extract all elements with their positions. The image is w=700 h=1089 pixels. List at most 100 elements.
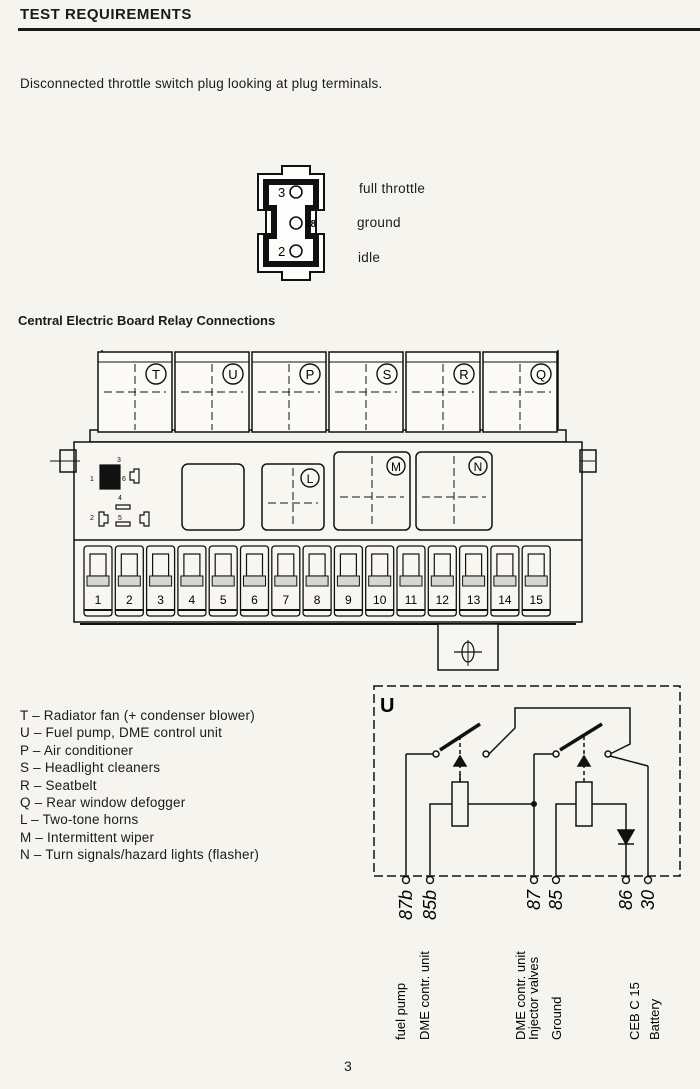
relay-m: M <box>333 451 411 531</box>
terminal-30-pin <box>643 875 653 885</box>
fuse-number: 6 <box>251 593 258 607</box>
legend-q: Q – Rear window defogger <box>20 795 186 810</box>
small-symbol-number-3: 3 <box>117 457 121 464</box>
small-relay-symbol <box>98 464 150 527</box>
fuse-number: 5 <box>220 593 227 607</box>
relay-label-m: M <box>391 460 401 474</box>
fuse-number: 8 <box>314 593 321 607</box>
relay-s: S <box>328 351 404 433</box>
terminal-symbol <box>454 641 482 663</box>
small-symbol-number-2: 2 <box>90 515 94 522</box>
terminal-85b-label: 85b <box>420 890 440 920</box>
fuse-9: 9 <box>333 545 364 617</box>
terminal-85b-pin <box>425 875 435 885</box>
relay-r: R <box>405 351 481 433</box>
plug-pin-3-number: 3 <box>278 185 285 200</box>
relay-u-title: U <box>380 695 394 717</box>
fuse-13: 13 <box>458 545 489 617</box>
relay-label-p: P <box>306 367 315 382</box>
terminal-function-label: CEB C 15 <box>627 982 642 1040</box>
terminal-function-label: DME contr. unit <box>513 951 528 1040</box>
terminal-87-label: 87 <box>524 889 544 910</box>
relay-label-n: N <box>474 460 483 474</box>
fuse-6: 6 <box>239 545 270 617</box>
plug-label-ground: ground <box>357 215 401 230</box>
fuse-number: 7 <box>282 593 289 607</box>
fuse-14: 14 <box>490 545 520 617</box>
terminal-function-label: Battery <box>647 998 662 1040</box>
legend-p: P – Air conditioner <box>20 743 134 758</box>
fuse-15: 15 <box>521 545 551 617</box>
intro-text: Disconnected throttle switch plug lookin… <box>20 76 383 91</box>
plug-label-idle: idle <box>358 250 381 265</box>
legend-u: U – Fuel pump, DME control unit <box>20 725 223 740</box>
fuse-4: 4 <box>177 545 207 617</box>
header-rule <box>18 28 700 31</box>
fuse-number: 11 <box>405 593 418 607</box>
small-symbol-number-4: 4 <box>118 495 122 502</box>
fuse-number: 2 <box>126 593 133 607</box>
page-number: 3 <box>344 1058 352 1074</box>
terminal-86-pin <box>621 875 631 885</box>
plug-pin-2-socket <box>289 244 303 258</box>
fuse-10: 10 <box>365 545 395 617</box>
relay-label-l: L <box>307 472 314 486</box>
plug-pin-18-number: 18 <box>305 219 317 230</box>
relay-p: P <box>251 351 327 433</box>
throttle-plug-diagram: 3 18 2 <box>257 165 325 281</box>
fuse-7: 7 <box>271 545 301 617</box>
relay-label-s: S <box>383 367 392 382</box>
fuse-3: 3 <box>145 545 176 617</box>
terminal-function-label: DME contr. unit <box>417 951 432 1040</box>
small-symbol-number-1: 1 <box>90 476 94 483</box>
legend-n: N – Turn signals/hazard lights (flasher) <box>20 847 260 862</box>
fuse-12: 12 <box>427 545 457 617</box>
fuse-8: 8 <box>302 545 332 617</box>
relay-label-q: Q <box>536 367 546 382</box>
plug-pin-18-socket <box>289 216 303 230</box>
plug-label-full-throttle: full throttle <box>359 181 426 196</box>
small-symbol-number-5: 5 <box>118 515 122 522</box>
fuse-number: 3 <box>157 593 164 607</box>
terminal-function-label: Ground <box>549 997 564 1040</box>
relay-t: T <box>97 351 173 433</box>
relay-q: Q <box>482 351 558 433</box>
terminal-85-label: 85 <box>546 889 566 910</box>
fuse-5: 5 <box>208 545 238 617</box>
legend-m: M – Intermittent wiper <box>20 830 155 845</box>
fuse-number: 15 <box>530 593 544 607</box>
terminal-30-label: 30 <box>638 890 658 910</box>
fuse-1: 1 <box>83 545 113 617</box>
terminal-87b-label: 87b <box>396 890 416 920</box>
plug-pin-3-socket <box>289 185 303 199</box>
legend-t: T – Radiator fan (+ condenser blower) <box>20 708 255 723</box>
terminal-86-label: 86 <box>616 889 636 910</box>
terminal-85-pin <box>551 875 561 885</box>
plug-pin-2-number: 2 <box>278 244 285 259</box>
fuse-number: 1 <box>95 593 102 607</box>
empty-relay-socket <box>181 463 245 531</box>
relay-n: N <box>415 451 493 531</box>
legend-s: S – Headlight cleaners <box>20 760 161 775</box>
fuse-number: 13 <box>467 593 481 607</box>
terminal-87b-pin <box>401 875 411 885</box>
fuse-number: 10 <box>373 593 387 607</box>
fuse-11: 11 <box>396 545 426 617</box>
terminal-87-pin <box>529 875 539 885</box>
relay-label-u: U <box>228 367 237 382</box>
fuse-number: 4 <box>189 593 196 607</box>
ceb-title: Central Electric Board Relay Connections <box>18 313 276 328</box>
fuse-2: 2 <box>114 545 144 617</box>
relay-u: U <box>174 351 250 433</box>
terminal-function-label: fuel pump <box>393 983 408 1040</box>
relay-label-t: T <box>152 367 160 382</box>
relay-label-r: R <box>459 367 468 382</box>
fuse-number: 12 <box>436 593 450 607</box>
terminal-function-label: Injector valves <box>526 956 541 1040</box>
fuse-number: 9 <box>345 593 352 607</box>
relay-l: L <box>261 463 325 531</box>
legend-r: R – Seatbelt <box>20 778 97 793</box>
fuse-number: 14 <box>498 593 512 607</box>
